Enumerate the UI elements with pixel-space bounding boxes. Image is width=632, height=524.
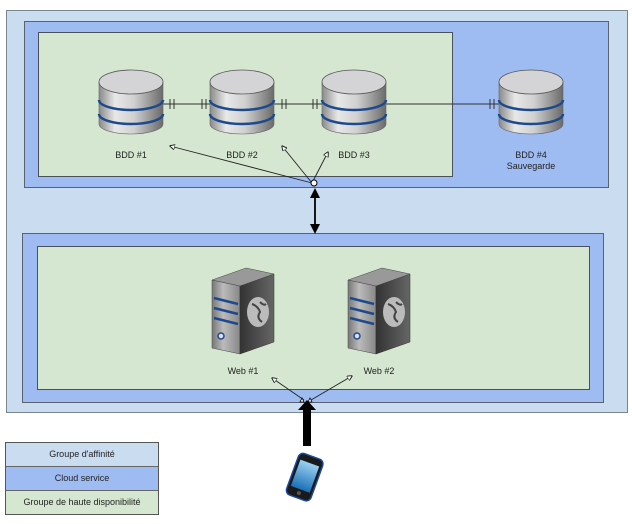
legend-affinity-group: Groupe d'affinité bbox=[6, 443, 158, 466]
legend-ha-group: Groupe de haute disponibilité bbox=[6, 490, 158, 514]
db-load-links bbox=[170, 146, 328, 184]
legend-cloud-service: Cloud service bbox=[6, 466, 158, 490]
junction-icon bbox=[310, 179, 318, 187]
server-icon bbox=[210, 266, 276, 356]
db-label: BDD #4 bbox=[515, 150, 547, 160]
mobile-phone-icon[interactable] bbox=[285, 452, 324, 502]
db-label: BDD #1 bbox=[115, 150, 147, 160]
web-server-1[interactable] bbox=[210, 266, 276, 356]
database-bdd1[interactable] bbox=[97, 68, 165, 136]
database-icon bbox=[208, 68, 276, 136]
database-icon bbox=[320, 68, 388, 136]
client-connection-arrow bbox=[298, 400, 316, 446]
web-to-db-connection bbox=[310, 188, 320, 234]
ha-group-web bbox=[37, 246, 590, 390]
database-bdd2[interactable] bbox=[208, 68, 276, 136]
web-label: Web #2 bbox=[363, 366, 395, 376]
replication-links bbox=[162, 99, 500, 109]
legend: Groupe d'affinité Cloud service Groupe d… bbox=[5, 442, 159, 515]
web-load-links bbox=[272, 376, 352, 401]
server-icon bbox=[346, 266, 412, 356]
web-server-2[interactable] bbox=[346, 266, 412, 356]
database-icon bbox=[97, 68, 165, 136]
web-label: Web #1 bbox=[227, 366, 259, 376]
db-label: BDD #3 bbox=[338, 150, 370, 160]
db-label: BDD #2 bbox=[226, 150, 258, 160]
database-bdd3[interactable] bbox=[320, 68, 388, 136]
database-icon bbox=[497, 68, 565, 136]
database-bdd4[interactable] bbox=[497, 68, 565, 136]
db-sublabel: Sauvegarde bbox=[506, 161, 556, 171]
